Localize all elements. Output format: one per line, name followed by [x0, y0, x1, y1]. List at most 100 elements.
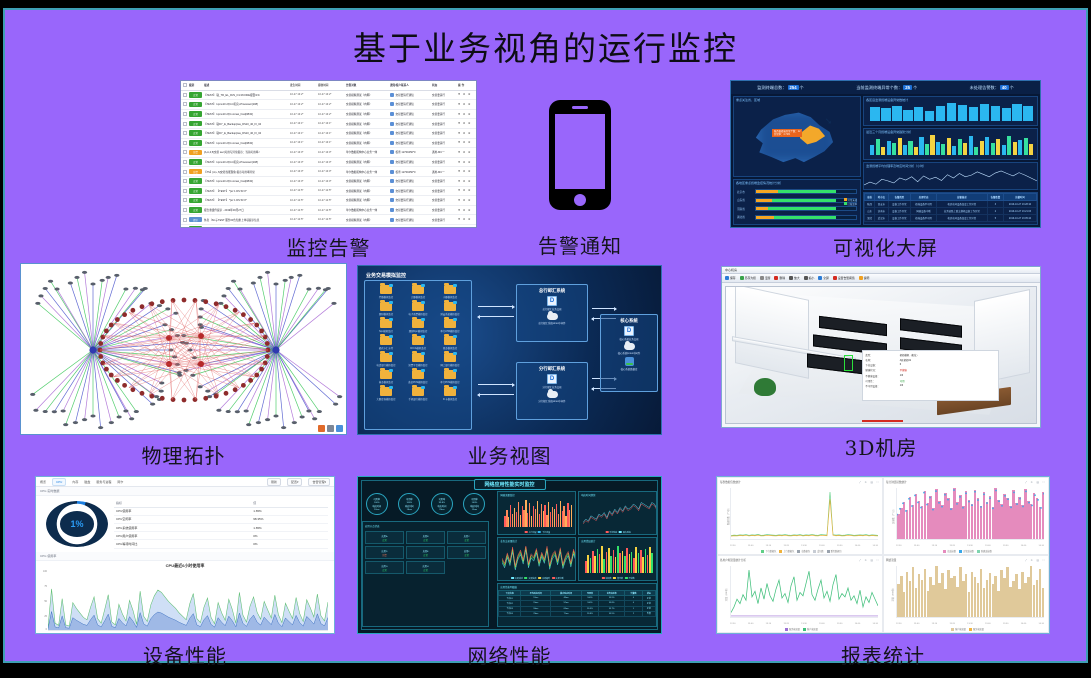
- row-checkbox[interactable]: [183, 102, 187, 107]
- china-map-highlight-region[interactable]: [799, 125, 826, 145]
- tab-overview[interactable]: 概览: [40, 479, 47, 484]
- report-3-tools[interactable]: ⤢ ✛ ▤ ⛶: [1024, 558, 1046, 562]
- row-checkbox[interactable]: [183, 188, 187, 193]
- network-chart-traffic[interactable]: 网络流量监控 上行流量 下行流量: [497, 491, 577, 535]
- physical-topology-panel[interactable]: [20, 263, 347, 435]
- cell-actions[interactable]: ⚑ ✉ ⚙: [458, 150, 472, 154]
- business-folder-item[interactable]: 大额模拟监控: [403, 283, 433, 299]
- save-icon[interactable]: 保存: [725, 276, 736, 280]
- business-folder-item[interactable]: 黄金POS模拟监控: [403, 368, 433, 384]
- table-row[interactable]: 正常【TEST】 取_TR_EL_RJS_O1 RCODE报警/1%10-27 …: [181, 91, 476, 101]
- fullscreen-icon[interactable]: 全屏: [818, 276, 829, 280]
- network-chart-transactions[interactable]: 业务交易量统计 交易成功 交易失败 交易超时 交易中断: [497, 537, 577, 581]
- branch-system-box[interactable]: 分行邮汇系统 D 分行邮汇业务交易 分行邮汇系统Linux中间件: [516, 362, 588, 420]
- row-checkbox[interactable]: [183, 227, 187, 228]
- tab-memory[interactable]: 内存: [72, 479, 79, 484]
- response-line-card[interactable]: 监测终端平均处理率及响应时间分析（小时）: [863, 162, 1038, 190]
- business-folder-item[interactable]: 基金模拟监控: [371, 368, 401, 384]
- row-checkbox[interactable]: [183, 217, 187, 222]
- fit-icon[interactable]: [336, 425, 343, 432]
- cell-actions[interactable]: ⚑ ✉ ⚙: [458, 218, 472, 222]
- cell-actions[interactable]: ⚑ ✉ ⚙: [458, 208, 472, 212]
- config-menu-button[interactable]: 配置▾: [286, 477, 303, 486]
- cell-actions[interactable]: ⚑ ✉ ⚙: [458, 179, 472, 183]
- row-checkbox[interactable]: [183, 179, 187, 184]
- row-checkbox[interactable]: [183, 92, 187, 97]
- cell-actions[interactable]: ⚑ ✉ ⚙: [458, 131, 472, 135]
- cell-actions[interactable]: ⚑ ✉ ⚙: [458, 160, 472, 164]
- business-folder-item[interactable]: 小额模拟监控: [435, 283, 465, 299]
- report-0-tools[interactable]: ⤢ ✛ ▤ ⛶: [858, 480, 880, 484]
- table-row[interactable]: 正常【TEST】 kpmv10 cf(0-C机房)-Processor[108]…: [181, 100, 476, 110]
- table-row[interactable]: 告警[A,A,4,5]交易 sec[可用与异常提示：当前可用率<10-27 13…: [181, 148, 476, 158]
- alarm-manage-menu-button[interactable]: 告警管理▾: [308, 477, 330, 486]
- abnormal-bar-card[interactable]: 各区县监测终端设备异常数统计: [863, 96, 1038, 126]
- business-folder-item[interactable]: 网上银行模拟监控: [435, 351, 465, 367]
- cell-actions[interactable]: ⚑ ✉ ⚙: [458, 93, 472, 97]
- business-folder-item[interactable]: 本行POS模拟监控: [435, 368, 465, 384]
- tab-nic[interactable]: 网卡: [117, 479, 124, 484]
- room-toolbar[interactable]: 保存另存为组漫游删除放大缩小全屏设置告警阈值说明: [722, 274, 1040, 283]
- zoom-out-icon[interactable]: 缩小: [803, 276, 814, 280]
- china-map-card[interactable]: 重点关注省、区域 陕西省终端异常个数：12 异常率：4.72% ➘: [733, 96, 862, 177]
- network-detail-table-card[interactable]: 应用性能明细表 节点名称平均响应时间最大响应时间可用率业务成功率告警数状态 节点…: [497, 583, 657, 627]
- cell-actions[interactable]: ⚑ ✉ ⚙: [458, 122, 472, 126]
- selected-rack-highlight[interactable]: [843, 355, 854, 372]
- business-folder-item[interactable]: 理财模拟监控: [371, 300, 401, 316]
- table-row[interactable]: 正常【TEST】 kpmv10 cf(0-vmnax_host[0843]10-…: [181, 110, 476, 120]
- business-folder-item[interactable]: 短票平台模拟监控: [403, 351, 433, 367]
- alarm-detail-table-card[interactable]: 省份地市名告警类型处理状态告警描述告警数量告警时间 陕西西安市设备工作异常终端设…: [863, 192, 1038, 225]
- business-folder-item[interactable]: 本行ATM模拟监控: [435, 317, 465, 333]
- network-chart-response[interactable]: 响应时间趋势 平均响应 最大响应: [578, 491, 657, 535]
- row-checkbox[interactable]: [183, 160, 187, 165]
- print-icon[interactable]: [327, 425, 334, 432]
- cell-actions[interactable]: ⚑ ✉ ⚙: [458, 189, 472, 193]
- row-checkbox[interactable]: [183, 150, 187, 155]
- row-checkbox[interactable]: [183, 131, 187, 136]
- row-checkbox[interactable]: [183, 112, 187, 117]
- business-folder-item[interactable]: 代缴模拟监控: [371, 283, 401, 299]
- cell-actions[interactable]: ⚑ ✉ ⚙: [458, 170, 472, 174]
- refresh-button[interactable]: 刷新: [266, 477, 281, 486]
- business-folder-item[interactable]: 大额查询模拟监控: [371, 385, 401, 401]
- help-icon[interactable]: 说明: [858, 276, 869, 280]
- row-checkbox[interactable]: [183, 140, 187, 145]
- topology-toolbar[interactable]: [318, 425, 343, 432]
- cell-actions[interactable]: ⚑ ✉ ⚙: [458, 198, 472, 202]
- network-chart-errors[interactable]: 应用错误统计 错误数 警告数 异常数: [578, 537, 657, 581]
- device-tab-bar[interactable]: 概览 CPU 内存 磁盘 服务与进程 网卡 刷新 配置▾ 告警管理▾: [36, 477, 334, 487]
- datacenter-3d-panel[interactable]: 中心机房 保存另存为组漫游删除放大缩小全屏设置告警阈值说明 类型：机柜模拟（机位…: [721, 266, 1041, 428]
- table-row[interactable]: 正常【TEST】 kpmv10 cf(0-C机房)-Processor[108]…: [181, 158, 476, 168]
- cell-actions[interactable]: ⚑ ✉ ⚙: [458, 112, 472, 116]
- select-all-checkbox[interactable]: [183, 83, 187, 88]
- business-folder-item[interactable]: 电话银行模拟监控: [371, 351, 401, 367]
- business-folder-item[interactable]: 电子商票模拟监控: [403, 300, 433, 316]
- business-folder-item[interactable]: 手机银行模拟监控: [403, 385, 433, 401]
- row-checkbox[interactable]: [183, 169, 187, 174]
- device-performance-panel[interactable]: 概览 CPU 内存 磁盘 服务与进程 网卡 刷新 配置▾ 告警管理▾ CPU-实…: [35, 476, 335, 634]
- table-row[interactable]: 正常测试调整TJ-vmlc启用缩略信息10-27 12:5*10-27 12:5…: [181, 225, 476, 228]
- pencil-icon[interactable]: 漫游: [759, 276, 770, 280]
- row-checkbox[interactable]: [183, 198, 187, 203]
